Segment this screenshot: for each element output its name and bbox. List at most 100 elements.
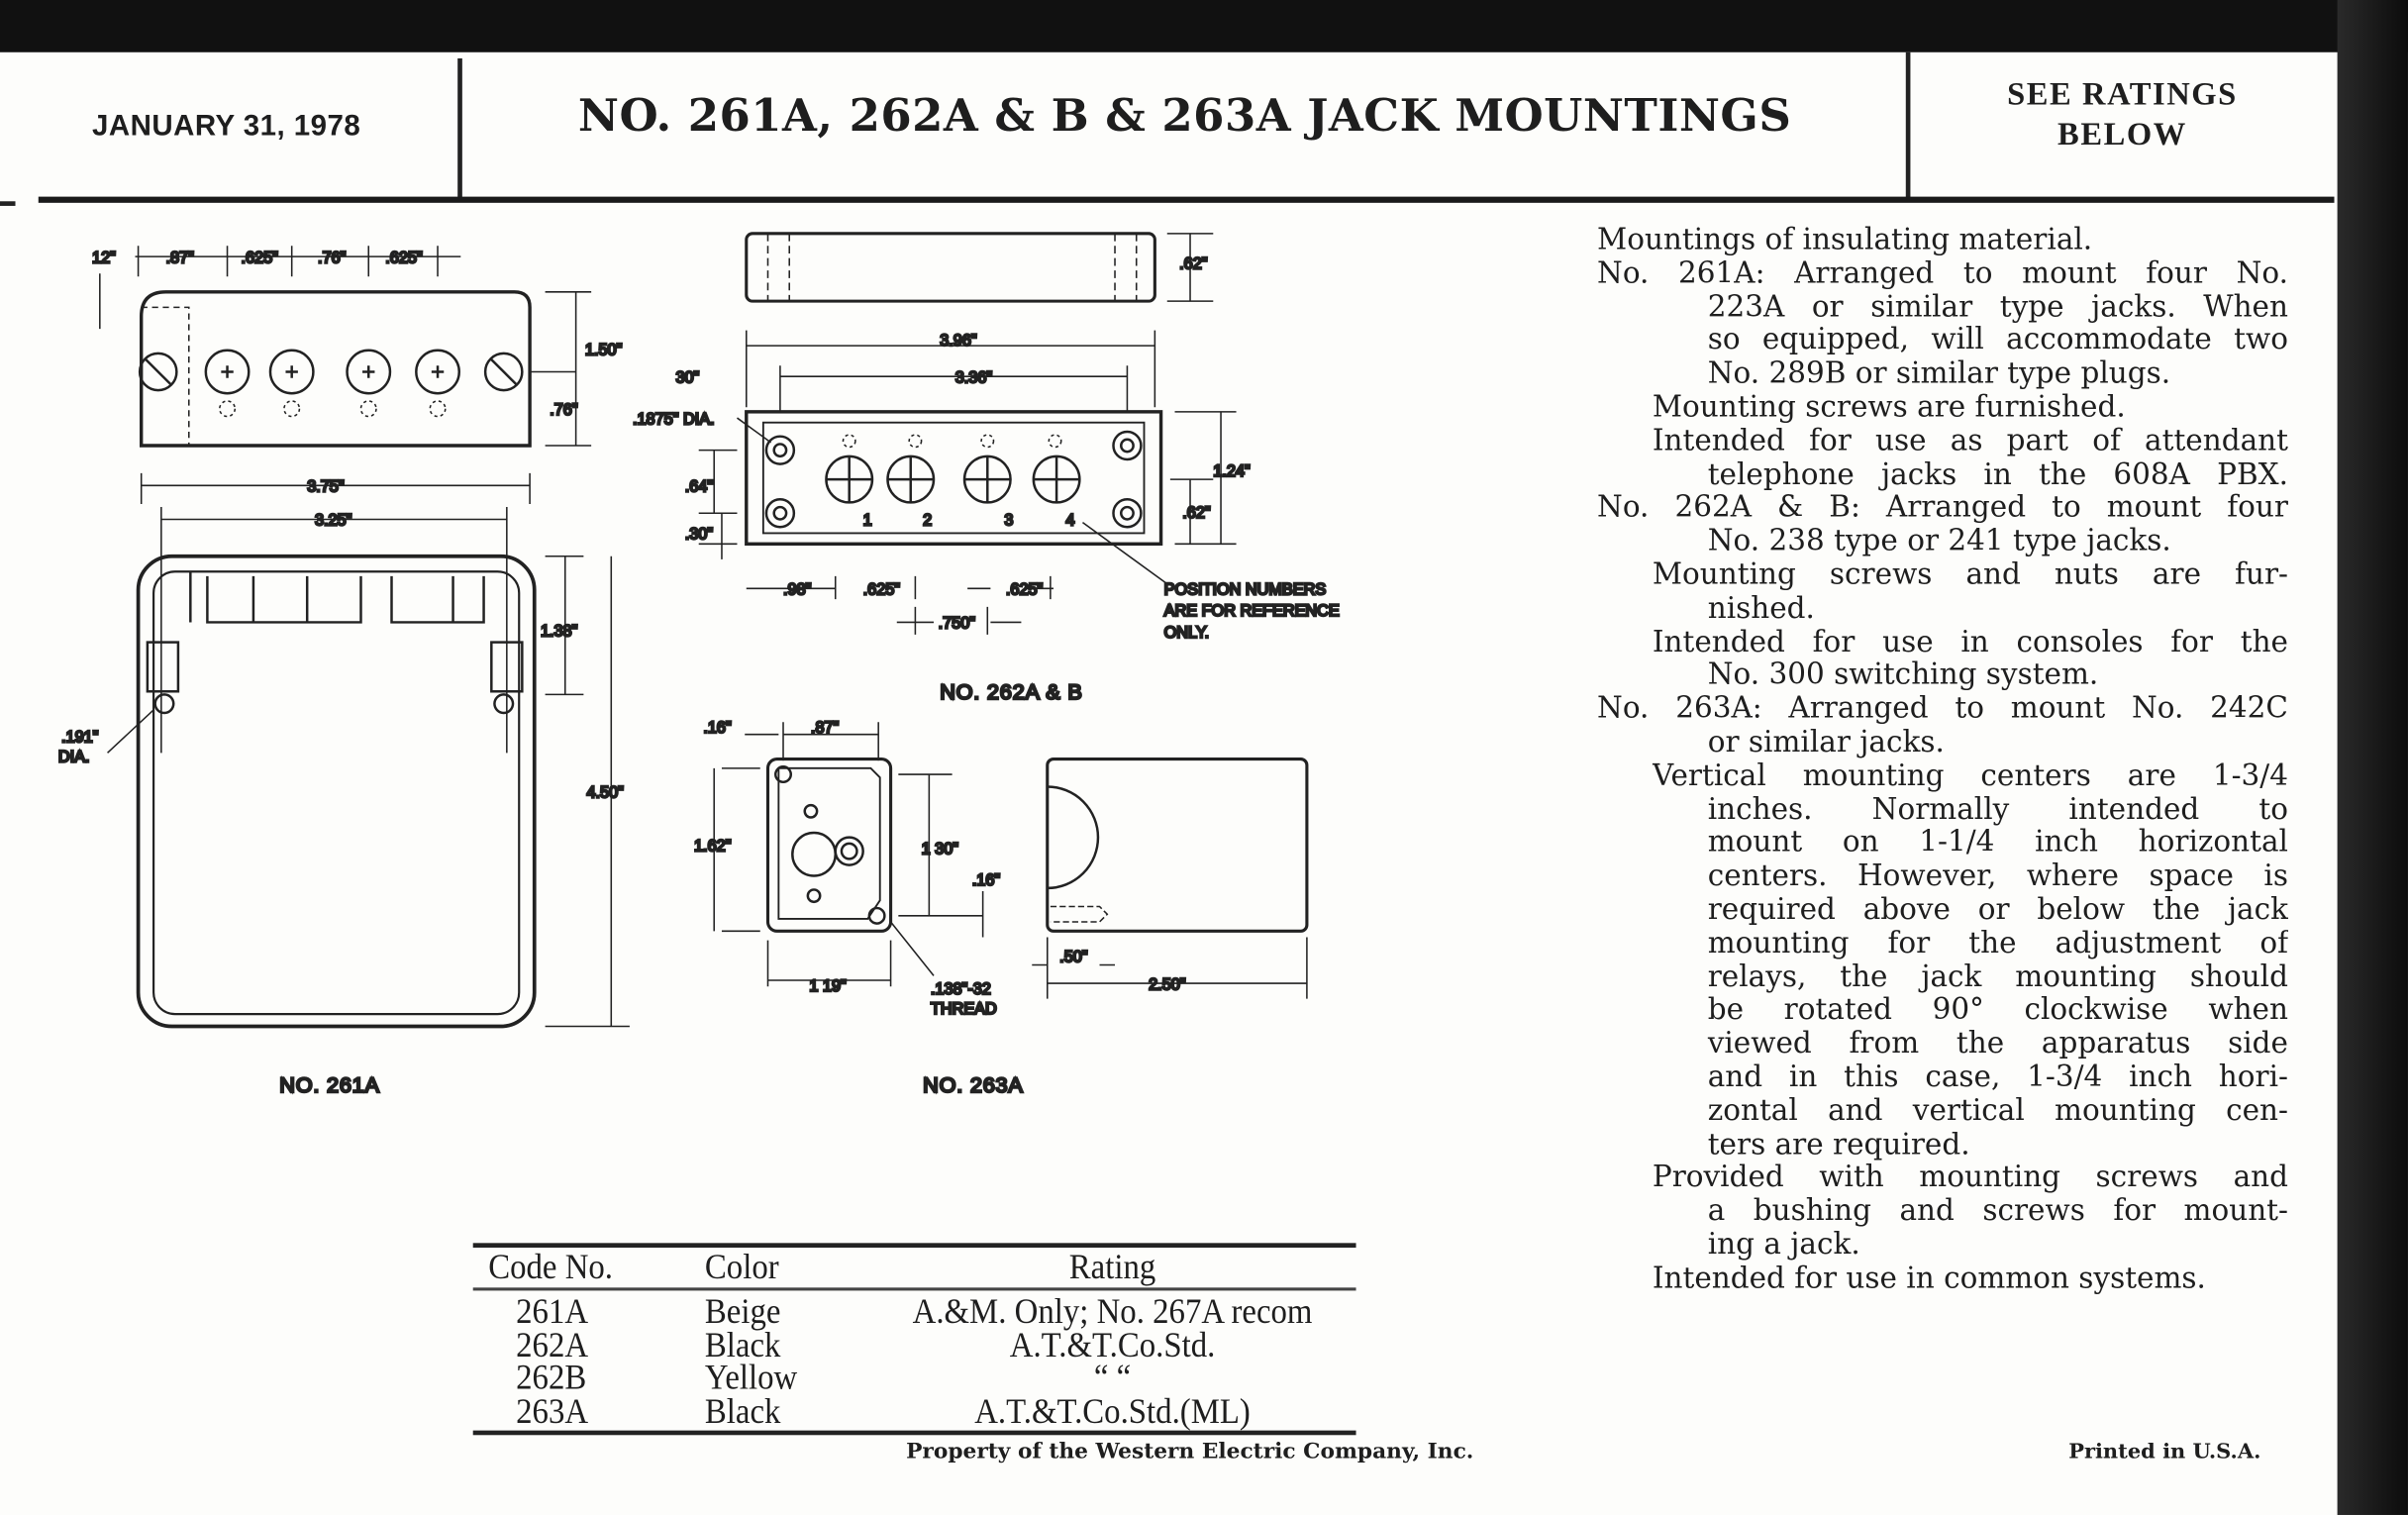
column-header: Code No. bbox=[488, 1247, 614, 1286]
screw-icon bbox=[483, 352, 524, 392]
description-line: telephone jacks in the 608A PBX. bbox=[1707, 456, 2288, 491]
printed-in: Printed in U.S.A. bbox=[2068, 1439, 2261, 1464]
page-title: NO. 261A, 262A & B & 263A JACK MOUNTINGS bbox=[577, 88, 1792, 142]
dimension-label: 30" bbox=[675, 368, 699, 386]
jack-hole-icon bbox=[204, 349, 251, 395]
description-line: Vertical mounting centers are 1-3/4 bbox=[1652, 758, 2288, 793]
drawing-261a-front bbox=[107, 472, 630, 1029]
table-rule bbox=[472, 1430, 1356, 1436]
dimension-label: .625" bbox=[385, 249, 423, 266]
drawing-261a-top bbox=[99, 246, 592, 448]
jack-hole-icon bbox=[962, 454, 1012, 504]
column-header: Rating bbox=[1068, 1247, 1156, 1286]
code-cell: 262A bbox=[516, 1325, 589, 1364]
description-line: No. 262A & B: Arranged to mount four bbox=[1597, 490, 2288, 525]
description-line: No. 238 type or 241 type jacks. bbox=[1707, 524, 2171, 558]
drawing-label-261a: NO. 261A bbox=[279, 1072, 379, 1097]
ratings-note-line: SEE RATINGS bbox=[2007, 75, 2238, 113]
dimension-label: 3.25" bbox=[315, 512, 352, 530]
dimension-label: .50" bbox=[1059, 948, 1088, 965]
dimension-label: 4.50" bbox=[586, 783, 624, 801]
jack-hole-icon bbox=[825, 454, 874, 504]
description-line: inches. Normally intended to bbox=[1707, 792, 2288, 827]
description-line: 223A or similar type jacks. When bbox=[1707, 289, 2288, 324]
description-line: Intended for use as part of attendant bbox=[1652, 423, 2288, 458]
jack-hole-icon bbox=[1032, 454, 1081, 504]
drawing-label-263a: NO. 263A bbox=[923, 1072, 1023, 1097]
drawing-note: POSITION NUMBERS bbox=[1164, 581, 1327, 599]
dimension-label: .62" bbox=[1182, 504, 1211, 522]
screw-icon bbox=[764, 435, 796, 465]
description-line: ing a jack. bbox=[1707, 1227, 1860, 1262]
header-divider bbox=[1905, 51, 1911, 200]
dimension-label: 1.50" bbox=[585, 341, 623, 358]
scan-border-right bbox=[2337, 0, 2408, 1515]
color-cell: Black bbox=[704, 1391, 781, 1430]
dimension-label: .625" bbox=[242, 249, 279, 266]
rating-cell: A.T.&T.Co.Std. bbox=[1009, 1325, 1216, 1364]
description-line: or similar jacks. bbox=[1707, 725, 1945, 759]
color-cell: Black bbox=[704, 1325, 781, 1364]
dimension-label: 1 30" bbox=[922, 841, 959, 858]
description-line: so equipped, will accommodate two bbox=[1707, 323, 2288, 357]
screw-icon bbox=[138, 352, 178, 392]
dimension-label: 1.62" bbox=[694, 838, 732, 856]
position-number: 3 bbox=[1004, 512, 1013, 530]
position-number: 1 bbox=[863, 512, 872, 530]
dimension-label: .16" bbox=[972, 871, 1001, 889]
column-header: Color bbox=[704, 1247, 779, 1286]
screw-icon bbox=[1112, 498, 1143, 529]
description-line: nished. bbox=[1707, 591, 1815, 626]
dimension-label: .62" bbox=[1179, 255, 1208, 273]
dimension-label: .191" bbox=[61, 728, 99, 746]
table-rule bbox=[472, 1287, 1356, 1291]
ratings-note: SEE RATINGS BELOW bbox=[1938, 73, 2306, 153]
description-line: mounting for the adjustment of bbox=[1707, 926, 2288, 960]
description-line: Mounting screws are furnished. bbox=[1652, 390, 2126, 425]
description-line: centers. However, where space is bbox=[1707, 858, 2288, 893]
dimension-label: 2.50" bbox=[1149, 975, 1186, 993]
dimension-label: .1875" DIA. bbox=[633, 410, 715, 428]
issue-date: JANUARY 31, 1978 bbox=[92, 110, 361, 144]
description-line: required above or below the jack bbox=[1707, 892, 2288, 927]
code-cell: 263A bbox=[516, 1391, 589, 1430]
description-line: No. 300 switching system. bbox=[1707, 657, 2099, 692]
rating-cell: A.T.&T.Co.Std.(ML) bbox=[974, 1391, 1251, 1430]
dimension-label: .138"-32 bbox=[931, 980, 991, 998]
rating-cell: “ “ bbox=[1093, 1358, 1132, 1397]
description-line: zontal and vertical mounting cen- bbox=[1707, 1093, 2288, 1128]
jack-hole-icon bbox=[346, 349, 392, 395]
rating-cell: A.&M. Only; No. 267A recom bbox=[912, 1291, 1313, 1331]
drawing-note: ONLY. bbox=[1164, 624, 1210, 642]
screw-icon bbox=[1112, 430, 1143, 461]
color-cell: Beige bbox=[704, 1291, 781, 1331]
description-line: Intended for use in common systems. bbox=[1652, 1261, 2206, 1295]
jack-hole-icon bbox=[415, 349, 460, 395]
screw-icon bbox=[764, 498, 796, 529]
description-line: No. 289B or similar type plugs. bbox=[1707, 356, 2171, 391]
dimension-label: 1 19" bbox=[809, 977, 847, 995]
description-line: ters are required. bbox=[1707, 1127, 1970, 1162]
description-line: mount on 1-1/4 inch horizontal bbox=[1707, 825, 2288, 860]
header-rule bbox=[38, 196, 2335, 203]
dimension-label: .625" bbox=[863, 581, 901, 599]
description-line: Provided with mounting screws and bbox=[1652, 1161, 2288, 1195]
code-cell: 262B bbox=[516, 1358, 587, 1397]
dimension-label: .750" bbox=[939, 615, 976, 633]
position-number: 2 bbox=[923, 512, 932, 530]
description-line: Mounting screws and nuts are fur- bbox=[1652, 557, 2288, 592]
dimension-label: 1.38" bbox=[541, 622, 578, 640]
dimension-label: .87" bbox=[166, 249, 195, 266]
dimension-label: 12" bbox=[92, 249, 116, 266]
description-line: relays, the jack mounting should bbox=[1707, 960, 2288, 994]
code-cell: 261A bbox=[516, 1291, 589, 1331]
description-line: No. 263A: Arranged to mount No. 242C bbox=[1597, 691, 2288, 726]
dimension-label: DIA. bbox=[58, 749, 90, 766]
ratings-note-line: BELOW bbox=[2057, 115, 2187, 152]
dimension-label: .76" bbox=[318, 249, 347, 266]
position-number: 4 bbox=[1065, 512, 1074, 530]
drawing-262ab-top bbox=[745, 232, 1214, 303]
description-line: No. 261A: Arranged to mount four No. bbox=[1597, 255, 2288, 290]
